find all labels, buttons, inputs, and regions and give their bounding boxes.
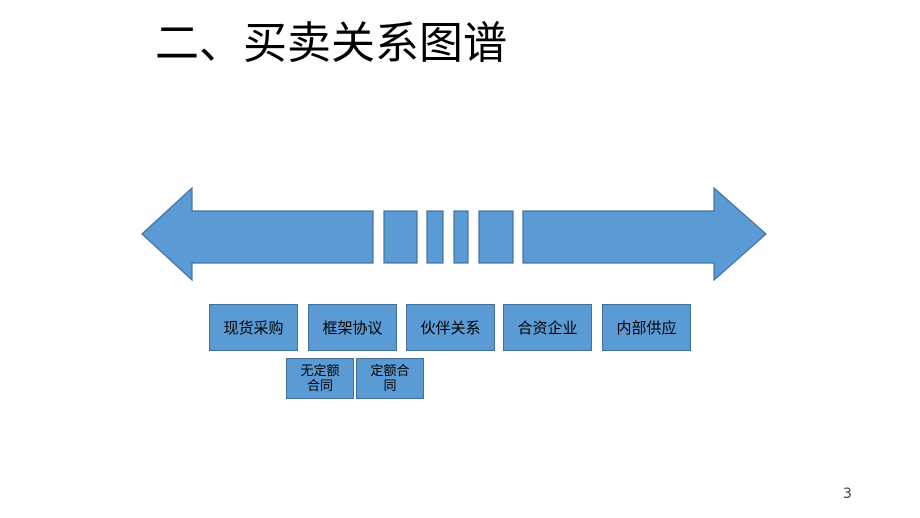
arrow-left-head-segment bbox=[141, 186, 374, 282]
relationship-box-label: 伙伴关系 bbox=[420, 318, 481, 337]
relationship-box-joint-venture[interactable]: 合资企业 bbox=[503, 304, 592, 351]
page-title: 二、买卖关系图谱 bbox=[155, 18, 507, 69]
relationship-subbox-label: 定额合 同 bbox=[370, 363, 410, 394]
relationship-box-label: 框架协议 bbox=[322, 318, 383, 337]
arrow-segment-2 bbox=[383, 210, 418, 264]
slide-page-number: 3 bbox=[843, 486, 852, 502]
arrow-right-head-segment bbox=[522, 186, 767, 282]
relationship-subbox-non-quota-contract[interactable]: 无定额 合同 bbox=[286, 358, 354, 399]
relationship-box-partnership[interactable]: 伙伴关系 bbox=[406, 304, 495, 351]
relationship-box-label: 现货采购 bbox=[223, 318, 284, 337]
relationship-box-framework-agreement[interactable]: 框架协议 bbox=[308, 304, 397, 351]
relationship-box-spot-purchase[interactable]: 现货采购 bbox=[209, 304, 298, 351]
spectrum-arrow-graphic bbox=[138, 183, 770, 285]
relationship-box-internal-supply[interactable]: 内部供应 bbox=[602, 304, 691, 351]
relationship-subbox-quota-contract[interactable]: 定额合 同 bbox=[356, 358, 424, 399]
relationship-box-label: 内部供应 bbox=[616, 318, 677, 337]
arrow-segment-5 bbox=[478, 210, 514, 264]
relationship-subbox-label: 无定额 合同 bbox=[300, 363, 340, 394]
arrow-segment-3 bbox=[426, 210, 444, 264]
relationship-box-label: 合资企业 bbox=[517, 318, 578, 337]
arrow-segment-4 bbox=[453, 210, 469, 264]
